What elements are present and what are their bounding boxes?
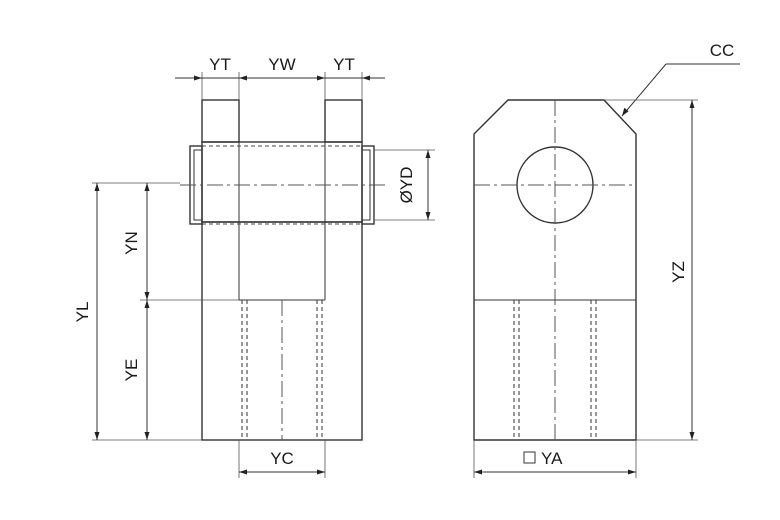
yt-right-label: YT [333,55,355,74]
pin-housing [201,141,363,223]
yd-label: ØYD [397,167,416,204]
yc-dimension: YC [238,440,326,478]
square-symbol-icon [523,451,536,464]
right-prong [324,99,363,143]
yn-label: YN [122,231,141,255]
yd-dimension: ØYD [374,149,435,221]
yl-label: YL [73,302,92,323]
yc-label: YC [270,449,294,468]
ya-label: YA [541,449,563,468]
yz-dimension: YZ [604,99,698,441]
ye-label: YE [122,359,141,382]
front-view [180,99,385,441]
cc-label: CC [710,41,735,60]
yw-label: YW [268,55,295,74]
left-vertical-dimensions: YL YN YE [73,182,239,441]
yt-left-label: YT [209,55,231,74]
yz-label: YZ [669,261,688,283]
side-view [473,99,637,441]
left-prong [201,99,240,143]
top-dimensions: YT YW YT [175,55,385,100]
cc-leader: CC [621,41,740,117]
ya-dimension: YA [473,440,637,478]
